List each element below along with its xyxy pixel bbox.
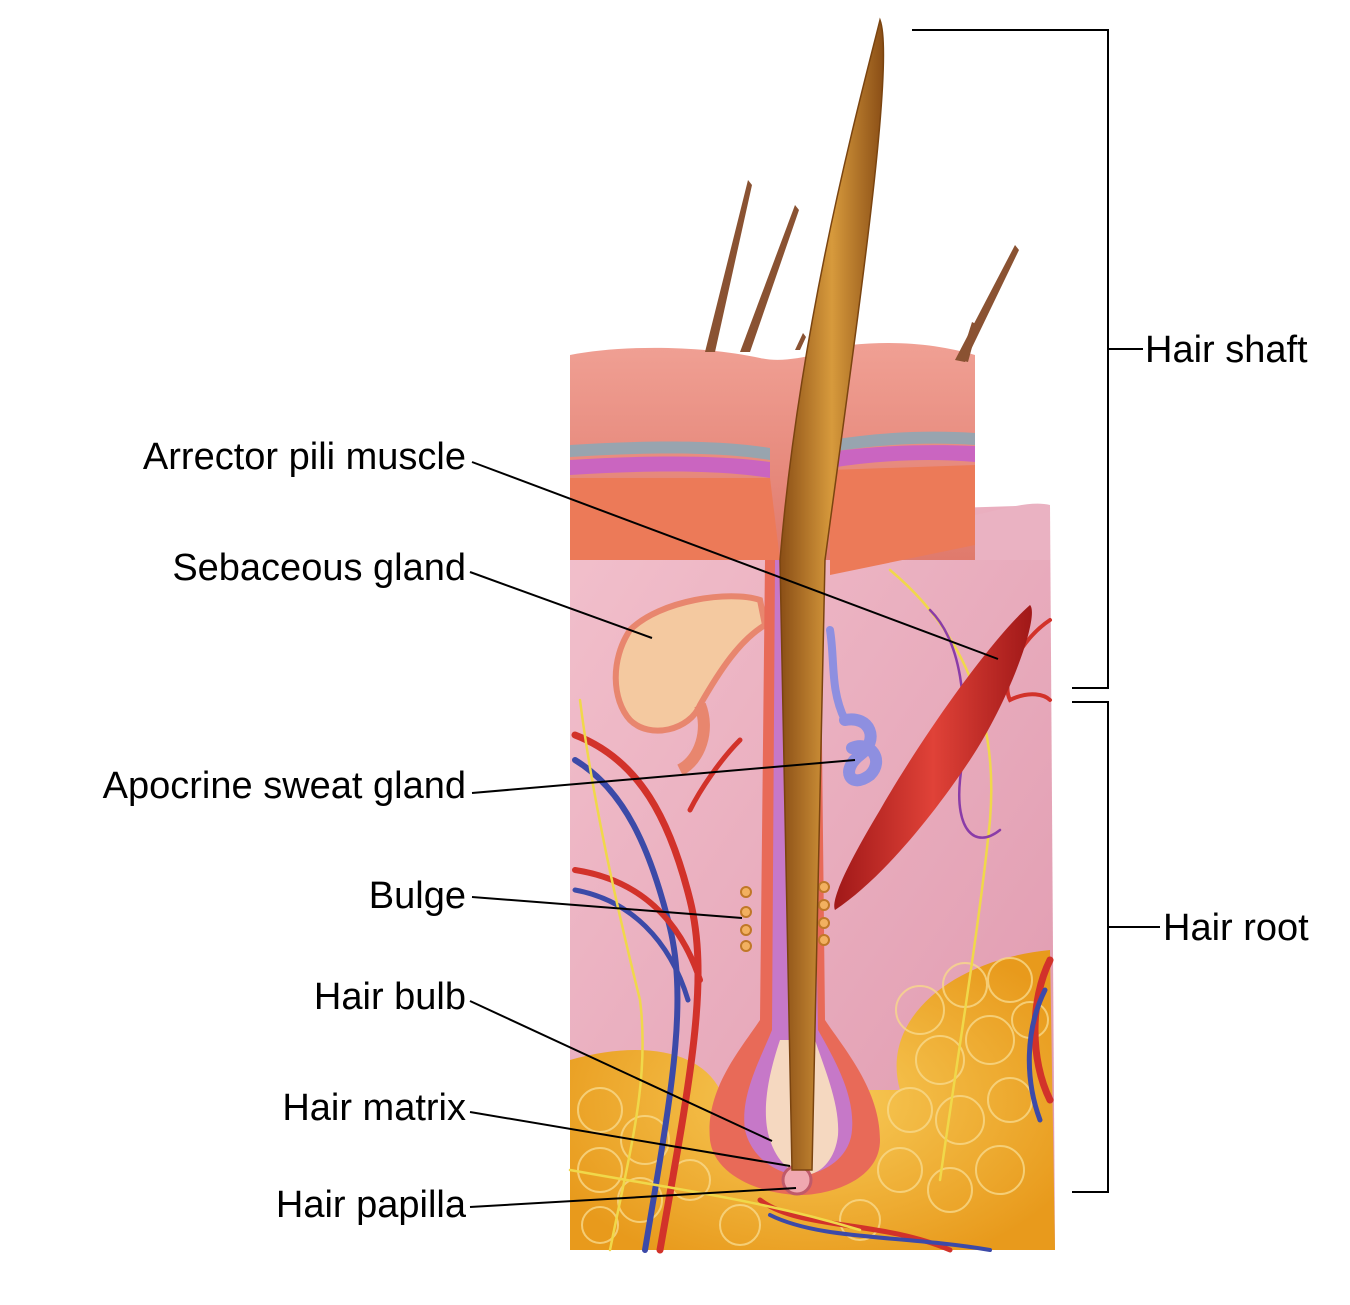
small-hair-2 [740, 205, 799, 352]
artery-right [1031, 956, 1054, 1104]
epidermis-band-gray-right [830, 431, 975, 452]
epidermis-band-purple-right [830, 445, 975, 468]
leader-sebaceous [469, 571, 653, 639]
label-hair-shaft: Hair shaft [1145, 329, 1308, 371]
epidermis-band-purple [570, 456, 770, 478]
sebaceous-gland-body [612, 593, 769, 734]
label-apocrine-sweat-gland: Apocrine sweat gland [102, 765, 466, 807]
vein-1 [572, 757, 681, 1253]
artery-3 [687, 737, 743, 813]
vein-bottom [768, 1213, 992, 1252]
small-hairs [705, 180, 1019, 362]
label-hair-root: Hair root [1163, 907, 1309, 949]
apocrine-sweat-gland [826, 626, 882, 787]
nerve-bottom [568, 1168, 862, 1232]
hair-shaft-bracket [912, 29, 1143, 689]
dermis-step [975, 503, 1050, 560]
label-hair-papilla: Hair papilla [275, 1184, 466, 1226]
small-hair-5 [795, 333, 806, 350]
leader-apocrine [471, 759, 856, 794]
main-hair-shaft [779, 17, 885, 1171]
label-hair-matrix: Hair matrix [282, 1087, 466, 1129]
sweat-duct [826, 626, 849, 724]
bulge-cells [740, 881, 830, 952]
leader-bulge [471, 896, 743, 919]
leader-hair-bulb [469, 1000, 773, 1142]
leader-arrector-pili [471, 461, 999, 660]
sebaceous-gland-duct [676, 702, 710, 776]
leader-hair-papilla [469, 1187, 797, 1208]
small-hair-4 [960, 322, 978, 362]
artery-1 [571, 731, 702, 1254]
artery-upper-right [1005, 618, 1052, 703]
small-hair-1 [705, 180, 752, 352]
artery-2 [572, 867, 703, 983]
arrector-pili-muscle [834, 605, 1032, 910]
leader-lines [469, 461, 999, 1208]
sweat-coil [839, 713, 882, 787]
epidermis-band-gray [570, 441, 770, 460]
brackets [912, 29, 1160, 1193]
blood-vessels [568, 568, 1054, 1254]
label-sebaceous-gland: Sebaceous gland [172, 547, 466, 589]
sebaceous-gland [612, 593, 769, 776]
epidermis-lower-right [830, 465, 975, 575]
vein-right [1026, 987, 1048, 1123]
small-hair-3 [955, 245, 1019, 362]
hair-root-bracket [1072, 701, 1160, 1193]
label-arrector-pili-muscle: Arrector pili muscle [142, 436, 466, 478]
vein-2 [572, 887, 691, 1003]
leader-hair-matrix [469, 1111, 791, 1167]
nerve-left [578, 698, 644, 1252]
epidermis-lower [570, 478, 780, 560]
label-hair-bulb: Hair bulb [313, 976, 466, 1018]
label-bulge: Bulge [368, 875, 466, 917]
